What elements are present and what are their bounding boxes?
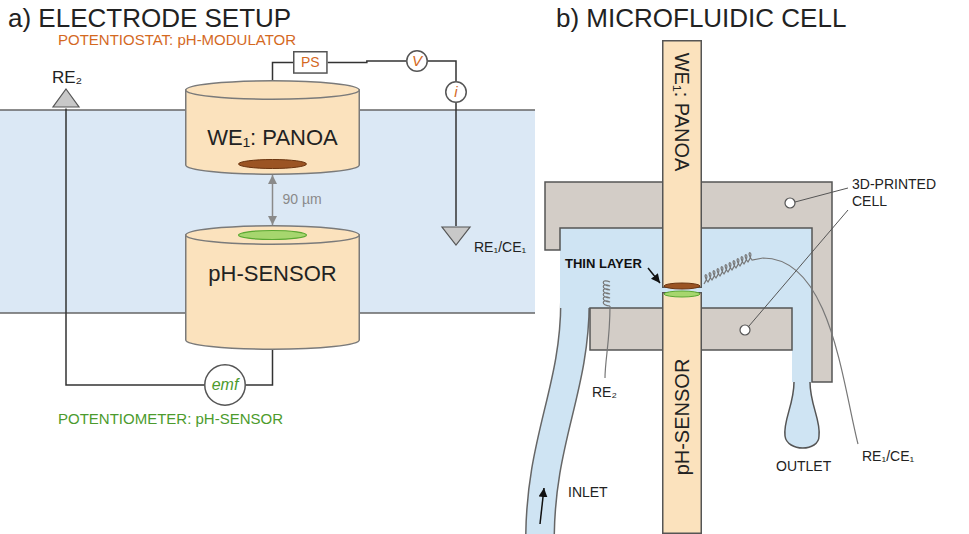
voltmeter-symbol: V xyxy=(406,50,428,72)
label-anchor: OUTLET xyxy=(776,458,831,475)
ph-sensor-cylinder-part xyxy=(186,235,360,349)
ph-sensor-rod-part xyxy=(663,293,702,534)
node-label: RE₂ xyxy=(52,68,82,88)
outlet-drop xyxy=(785,382,819,448)
leader-dot xyxy=(740,325,750,335)
label-anchor: POTENTIOMETER: pH-SENSOR xyxy=(58,410,283,428)
panel-title: a) ELECTRODE SETUP xyxy=(8,3,291,34)
leader-dot xyxy=(785,198,795,208)
potentiometer-symbol: emf xyxy=(204,364,246,406)
electrode-label: RE₂ xyxy=(592,384,617,401)
ph-sensor-cylinder-part xyxy=(239,231,307,240)
electrolyte-band xyxy=(0,110,535,313)
instrument-label: POTENTIOMETER: pH-SENSOR xyxy=(58,410,283,428)
ammeter-symbol-part xyxy=(446,82,467,103)
counter-electrode-symbol: RE₁/CE₁ xyxy=(441,226,526,256)
electrode-label: RE₁/CE₁ xyxy=(862,448,914,465)
working-electrode-rod-part xyxy=(664,283,700,289)
node-label: RE₁/CE₁ xyxy=(474,239,526,256)
counter-electrode-symbol-outline xyxy=(441,226,471,246)
ph-sensor-cylinder-part xyxy=(186,226,360,245)
voltmeter-symbol-part xyxy=(407,51,428,72)
flow-label: OUTLET xyxy=(776,458,831,475)
working-electrode-rod-part xyxy=(663,41,702,288)
label-anchor: INLET xyxy=(568,484,608,501)
power-supply-box-part xyxy=(294,52,327,73)
label-anchor: THIN LAYER xyxy=(565,256,642,272)
working-electrode-cylinder: WE₁: PANOA xyxy=(185,80,360,175)
wire xyxy=(66,108,204,385)
instrument-label: POTENTIOSTAT: pH-MODULATOR xyxy=(58,31,296,49)
counter-wire xyxy=(704,253,858,444)
leader-line xyxy=(795,188,848,202)
gap-dimension xyxy=(272,175,274,225)
counter-electrode-symbol-part xyxy=(442,227,470,245)
reference-wire xyxy=(605,306,610,378)
node-label: V xyxy=(412,52,422,70)
label-anchor: POTENTIOSTAT: pH-MODULATOR xyxy=(58,31,296,49)
power-supply-box: PS xyxy=(293,51,328,74)
leader-line xyxy=(749,210,848,326)
wire xyxy=(428,61,456,81)
label-anchor: a) ELECTRODE SETUP xyxy=(8,3,291,34)
pointer-arrow xyxy=(648,268,660,283)
ph-sensor-rod-part xyxy=(664,291,700,297)
node-label: PS xyxy=(301,54,320,71)
callout-label: THIN LAYER xyxy=(565,256,642,272)
callout-label: 3D-PRINTED CELL xyxy=(852,176,952,210)
node-label: WE₁: PANOA xyxy=(207,125,337,151)
wire xyxy=(328,61,406,62)
wire xyxy=(273,62,294,80)
reference-wire-coil xyxy=(603,281,610,306)
working-electrode-rod: WE₁: PANOA xyxy=(662,40,702,288)
potentiometer-symbol-part xyxy=(205,365,246,406)
ph-sensor-cylinder: pH-SENSOR xyxy=(185,225,360,350)
label-anchor: RE₁/CE₁ xyxy=(862,448,914,465)
node-label: pH-SENSOR xyxy=(208,261,336,287)
label-anchor: RE₂ xyxy=(592,384,617,401)
working-electrode-cylinder-part xyxy=(186,90,360,174)
ammeter-symbol: i xyxy=(445,81,467,103)
node-label: WE₁: PANOA xyxy=(670,53,694,172)
flow-arrow xyxy=(540,488,544,524)
working-electrode-cylinder-part xyxy=(186,81,360,100)
label-anchor: 3D-PRINTED CELL xyxy=(852,176,952,210)
dimension-label: 90 µm xyxy=(283,191,322,208)
flow-label: INLET xyxy=(568,484,608,501)
ph-sensor-cylinder-outline xyxy=(185,225,360,350)
edge-label-anchor: 90 µm xyxy=(283,191,322,208)
reference-electrode-symbol-part xyxy=(53,89,79,107)
wire xyxy=(246,350,273,385)
reference-electrode-symbol-outline xyxy=(52,88,80,108)
reference-electrode-symbol: RE₂ xyxy=(52,68,82,108)
node-label: emf xyxy=(212,375,239,394)
node-label: i xyxy=(454,83,457,101)
working-electrode-cylinder-part xyxy=(239,160,307,169)
wire xyxy=(455,103,457,226)
ph-sensor-rod: pH-SENSOR xyxy=(662,292,702,534)
node-label: pH-SENSOR xyxy=(670,359,694,476)
label-anchor: b) MICROFLUIDIC CELL xyxy=(556,3,846,34)
panel-title: b) MICROFLUIDIC CELL xyxy=(556,3,846,34)
